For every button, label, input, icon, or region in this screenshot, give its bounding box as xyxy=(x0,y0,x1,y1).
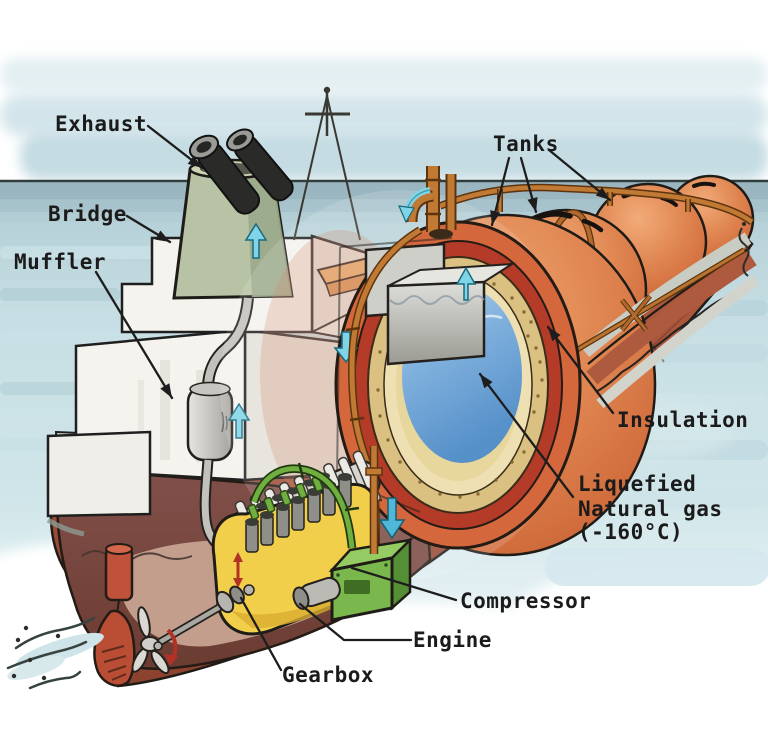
label-compressor: Compressor xyxy=(460,589,591,613)
leader-tanks xyxy=(490,148,612,227)
label-gearbox: Gearbox xyxy=(282,663,374,687)
compressor-unit xyxy=(328,536,414,622)
wake-splashes xyxy=(6,616,104,690)
tank-tie-straps xyxy=(620,295,652,331)
label-exhaust: Exhaust xyxy=(55,112,147,136)
funnel-flow-up-arrow-icon xyxy=(244,222,268,259)
funnel xyxy=(172,128,294,300)
manifold xyxy=(406,166,457,239)
propeller-rotation-arrow-icon xyxy=(164,628,178,666)
radar-mast xyxy=(293,86,361,241)
tank-cutaway-section xyxy=(333,220,582,550)
tank-flow-up-arrow-icon xyxy=(455,266,477,301)
engine-stroke-arrow-icon xyxy=(233,552,243,588)
leader-lng xyxy=(478,372,575,499)
bow-bulwark xyxy=(558,232,760,409)
compressor-suction-pipe xyxy=(249,462,360,549)
steering-gear xyxy=(93,543,178,687)
waterline-streak xyxy=(46,517,85,537)
muffler-flow-up-arrow-icon xyxy=(227,402,251,439)
rudder-stock xyxy=(104,546,134,602)
sky xyxy=(0,0,768,182)
leader-insulation xyxy=(546,325,615,415)
leader-compressor xyxy=(350,566,458,602)
label-muffler: Muffler xyxy=(14,250,106,274)
injector-stubs xyxy=(247,475,324,520)
deck-pipe-rail xyxy=(559,248,745,362)
engine-pistons xyxy=(245,472,352,553)
label-lng-line1: Liquefied xyxy=(578,472,696,496)
leader-lines xyxy=(94,124,615,672)
pipe-flow-down-arrow-icon xyxy=(378,497,406,540)
label-lng-line3: (-160°C) xyxy=(578,520,683,544)
exhaust-duct xyxy=(186,297,254,558)
propeller xyxy=(131,606,170,675)
label-bridge: Bridge xyxy=(48,202,127,226)
compressor-motor xyxy=(292,576,341,610)
boil-off-curve-arrow-icon xyxy=(398,187,431,224)
leader-muffler xyxy=(94,270,174,400)
leader-gearbox xyxy=(239,596,283,672)
exhaust-pipes xyxy=(188,128,294,215)
gas-header-pipe xyxy=(398,166,755,239)
bow-water-scribble xyxy=(738,222,750,277)
leader-engine xyxy=(298,602,413,642)
label-insulation: Insulation xyxy=(617,408,748,432)
label-tanks: Tanks xyxy=(493,132,559,156)
compressor-copper-pipe xyxy=(365,446,383,554)
label-engine: Engine xyxy=(413,628,492,652)
engine-room xyxy=(157,446,414,646)
label-lng-line2: Natural gas xyxy=(578,497,723,521)
labels: Exhaust Bridge Muffler Tanks Insulation … xyxy=(14,112,748,687)
stern-deck-ledge xyxy=(46,430,152,518)
sea-wash-stroke xyxy=(545,548,768,586)
bulwark-shadow-line xyxy=(595,297,725,393)
ship xyxy=(6,86,760,690)
